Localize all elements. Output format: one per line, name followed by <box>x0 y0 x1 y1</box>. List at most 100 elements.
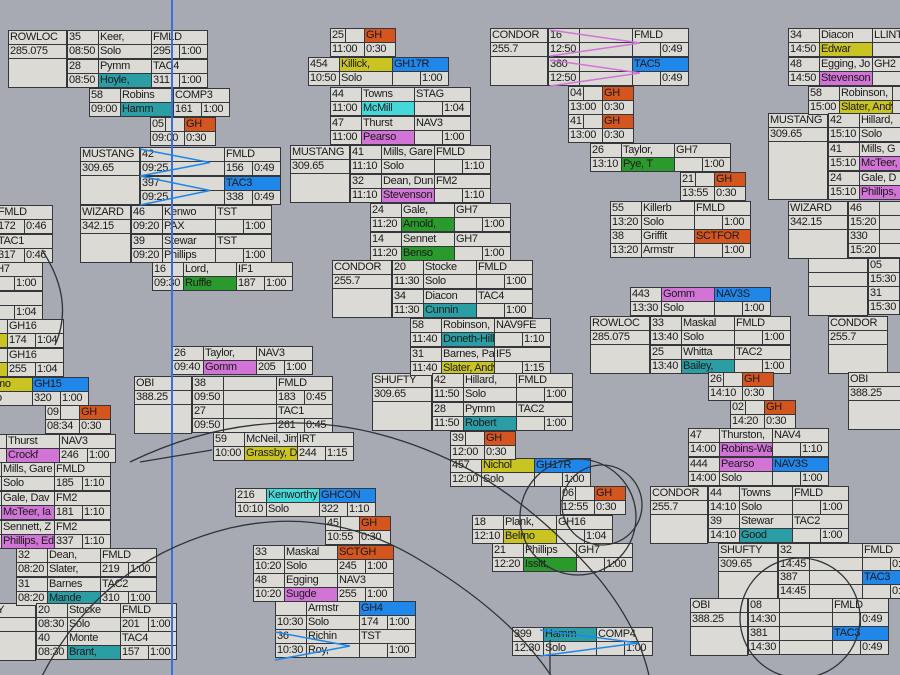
flight-strip[interactable]: 1:04 <box>0 291 43 320</box>
sector-header[interactable] <box>808 258 868 316</box>
flight-strip[interactable]: 330TAC315:20 <box>848 229 900 258</box>
flight-strip[interactable]: BelmoGH15Solo3201:00 <box>0 377 89 406</box>
time-cursor-line[interactable] <box>171 0 173 675</box>
